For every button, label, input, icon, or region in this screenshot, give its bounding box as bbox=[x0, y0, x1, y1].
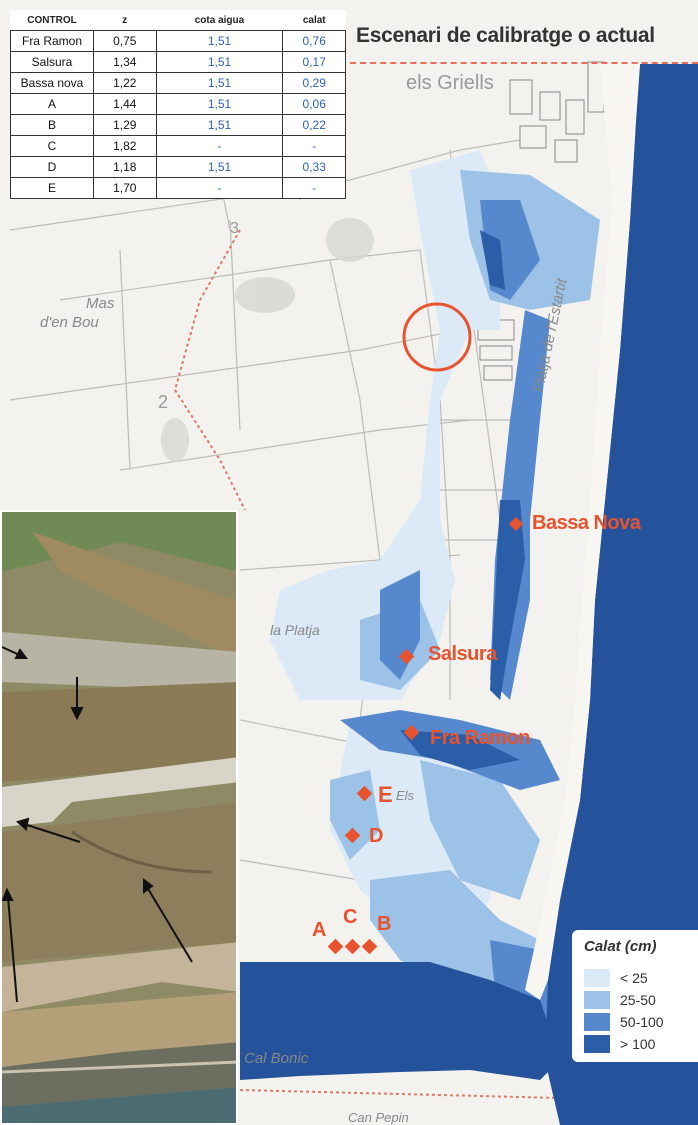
place-d: D bbox=[369, 825, 383, 847]
legend-swatch bbox=[584, 991, 610, 1009]
legend: Calat (cm) < 25 25-50 50-100 > 100 bbox=[572, 930, 698, 1062]
cell-cota: 1,51 bbox=[155, 51, 284, 73]
cell-cota: 1,51 bbox=[155, 156, 284, 178]
place-salsura: Salsura bbox=[428, 643, 497, 665]
cell-control: B bbox=[10, 114, 94, 136]
flood-depth-over-100 bbox=[400, 230, 525, 770]
cell-z: 0,75 bbox=[93, 30, 157, 52]
marker-bassa-nova[interactable] bbox=[508, 516, 524, 532]
sea bbox=[545, 64, 698, 1125]
header-calat: calat bbox=[282, 10, 346, 31]
cell-control: Fra Ramon bbox=[10, 30, 94, 52]
label-num-2: 2 bbox=[158, 392, 169, 412]
cell-control: Bassa nova bbox=[10, 72, 94, 94]
place-fra-ramon: Fra Ramon bbox=[430, 727, 530, 749]
river-mouth bbox=[240, 962, 560, 1080]
cell-control: A bbox=[10, 93, 94, 115]
aerial-photo-image bbox=[2, 512, 236, 1123]
table-header-row: CONTROL z cota aigua calat bbox=[10, 10, 346, 31]
cell-cota: 1,51 bbox=[155, 93, 284, 115]
cell-z: 1,29 bbox=[93, 114, 157, 136]
cell-z: 1,44 bbox=[93, 93, 157, 115]
page-title: Escenari de calibratge o actual bbox=[356, 24, 655, 47]
label-cal-bonic: Cal Bonic bbox=[244, 1050, 309, 1067]
cell-z: 1,18 bbox=[93, 156, 157, 178]
cell-calat: 0,76 bbox=[282, 30, 346, 52]
legend-swatch bbox=[584, 969, 610, 987]
cell-calat: 0,33 bbox=[282, 156, 346, 178]
cell-calat: 0,29 bbox=[282, 72, 346, 94]
cell-calat: 0,17 bbox=[282, 51, 346, 73]
place-c: C bbox=[343, 906, 357, 928]
circle-highlight-icon bbox=[402, 302, 472, 372]
cell-control: D bbox=[10, 156, 94, 178]
header-control: CONTROL bbox=[10, 10, 94, 31]
legend-title: Calat (cm) bbox=[584, 938, 657, 955]
cell-z: 1,82 bbox=[93, 135, 157, 157]
cell-calat: - bbox=[282, 135, 346, 157]
cell-cota: - bbox=[155, 135, 284, 157]
place-b: B bbox=[377, 913, 391, 935]
place-bassa-nova: Bassa Nova bbox=[532, 512, 641, 534]
cell-calat: 0,22 bbox=[282, 114, 346, 136]
label-els: Els bbox=[396, 788, 415, 803]
cell-z: 1,34 bbox=[93, 51, 157, 73]
label-els-griells: els Griells bbox=[406, 72, 494, 94]
label-la-platja: la Platja bbox=[270, 622, 320, 638]
cell-control: E bbox=[10, 177, 94, 199]
header-cota-aigua: cota aigua bbox=[156, 10, 283, 31]
place-e: E bbox=[378, 782, 393, 807]
cell-calat: - bbox=[282, 177, 346, 199]
label-den-bou: d'en Bou bbox=[40, 314, 99, 331]
title-divider bbox=[350, 62, 698, 64]
beach bbox=[525, 64, 640, 1000]
cell-calat: 0,06 bbox=[282, 93, 346, 115]
cell-cota: 1,51 bbox=[155, 30, 284, 52]
legend-item: > 100 bbox=[584, 1034, 655, 1054]
arrow-icon bbox=[2, 646, 193, 1003]
cell-control: C bbox=[10, 135, 94, 157]
legend-label: > 100 bbox=[620, 1036, 656, 1052]
legend-label: < 25 bbox=[620, 970, 648, 986]
aerial-photo bbox=[0, 510, 238, 1125]
legend-label: 25-50 bbox=[620, 992, 656, 1008]
cell-cota: 1,51 bbox=[155, 72, 284, 94]
legend-item: 50-100 bbox=[584, 1012, 664, 1032]
cell-cota: - bbox=[155, 177, 284, 199]
legend-label: 50-100 bbox=[620, 1014, 664, 1030]
header-z: z bbox=[93, 10, 157, 31]
legend-item: < 25 bbox=[584, 968, 648, 988]
label-mas: Mas bbox=[86, 295, 115, 312]
cell-z: 1,22 bbox=[93, 72, 157, 94]
cell-control: Salsura bbox=[10, 51, 94, 73]
place-a: A bbox=[312, 919, 326, 941]
terrain-patches bbox=[161, 218, 374, 462]
label-num-3: 3 bbox=[230, 220, 239, 237]
label-can-pepin: Can Pepin bbox=[348, 1110, 409, 1125]
legend-item: 25-50 bbox=[584, 990, 656, 1010]
cell-z: 1,70 bbox=[93, 177, 157, 199]
legend-swatch bbox=[584, 1013, 610, 1031]
legend-swatch bbox=[584, 1035, 610, 1053]
cell-cota: 1,51 bbox=[155, 114, 284, 136]
